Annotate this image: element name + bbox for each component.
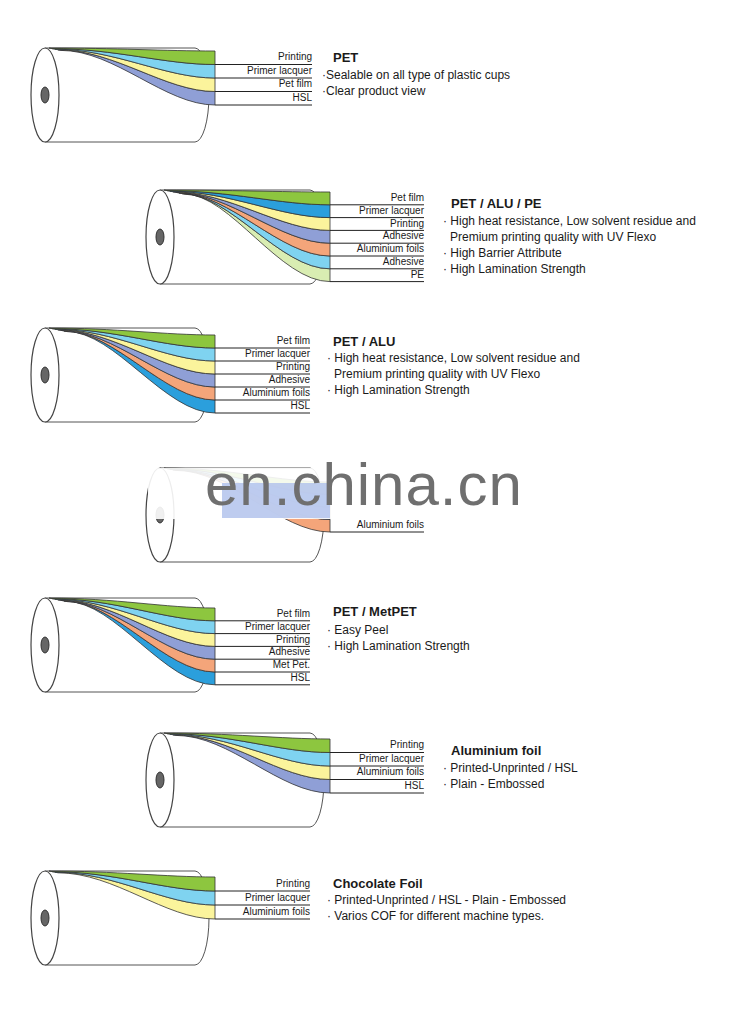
layer-label: HSL [291,672,310,683]
roll-end [31,871,59,965]
roll-core [156,229,164,245]
layer-label: Printing [390,218,424,229]
roll-end [31,48,59,142]
roll-core [41,367,49,383]
leader-line [215,891,310,892]
feature-bullet: · High Lamination Strength [443,261,586,277]
layer-label: Pet film [277,335,310,346]
product-heading: Chocolate Foil [333,876,423,891]
layer-label: Pet film [279,78,312,89]
feature-bullet: · High Lamination Strength [327,638,470,654]
layer-label: Primer lacquer [359,205,424,216]
product-heading: Aluminium foil [451,743,541,758]
feature-bullet: ·Sealable on all type of plastic cups [322,67,510,83]
product-heading: PET / MetPET [333,604,417,619]
film-layer [49,598,215,621]
layer-label: Primer lacquer [247,65,312,76]
roll-end [146,733,174,827]
layer-label: Aluminium foils [357,519,424,530]
layer-label: Aluminium foils [357,243,424,254]
layer-label: Pet film [391,192,424,203]
feature-bullet: · Easy Peel [327,622,388,638]
layer-label: Printing [276,878,310,889]
leader-line [215,413,310,414]
leader-line [330,268,424,269]
feature-bullet: · High heat resistance, Low solvent resi… [443,213,722,245]
leader-line [330,281,424,282]
layer-label: Adhesive [383,256,424,267]
feature-bullet: · Plain - Embossed [443,776,544,792]
feature-bullet: · Printed-Unprinted / HSL [443,760,578,776]
leader-line [330,793,424,794]
layer-label: Primer lacquer [245,348,310,359]
feature-bullet: · High Barrier Attribute [443,245,562,261]
leader-line [215,105,312,106]
layer-label: Primer lacquer [245,621,310,632]
watermark: en.china.cn [205,452,523,518]
layer-label: Primer lacquer [359,753,424,764]
film-layer [49,48,215,65]
feature-bullet: ·Clear product view [322,83,425,99]
layer-label: Primer lacquer [245,892,310,903]
layer-label: Adhesive [269,646,310,657]
product-heading: PET / ALU / PE [451,196,542,211]
layer-label: Aluminium foils [357,766,424,777]
leader-line [215,919,310,920]
layer-label: Printing [276,634,310,645]
leader-line [215,905,310,906]
layer-label: Pet film [277,608,310,619]
roll-end [31,598,59,692]
layer-label: HSL [405,780,424,791]
layer-label: HSL [293,92,312,103]
film-layer [49,328,215,348]
roll-core [41,637,49,653]
film-layer [49,871,215,891]
roll-core [41,87,49,103]
film-layer [164,733,330,753]
layer-label: Adhesive [269,374,310,385]
roll-end [146,190,174,284]
film-layer [164,190,330,205]
layer-label: Printing [276,361,310,372]
layer-label: Met Pet. [273,659,310,670]
roll-core [41,910,49,926]
roll-core [156,772,164,788]
layer-label: Printing [390,739,424,750]
feature-bullet: · High heat resistance, Low solvent resi… [327,350,606,382]
product-heading: PET / ALU [333,334,395,349]
layer-label: Aluminium foils [243,387,310,398]
leader-line [215,684,310,685]
layer-label: Aluminium foils [243,906,310,917]
product-heading: PET [333,50,358,65]
layer-label: Adhesive [383,230,424,241]
roll-end [31,328,59,422]
feature-bullet: · Varios COF for different machine types… [327,908,544,924]
feature-bullet: · High Lamination Strength [327,382,470,398]
leader-line [330,532,424,533]
feature-bullet: · Printed-Unprinted / HSL - Plain - Embo… [327,892,566,908]
layer-label: HSL [291,400,310,411]
layer-label: Printing [278,51,312,62]
layer-label: PE [411,269,424,280]
